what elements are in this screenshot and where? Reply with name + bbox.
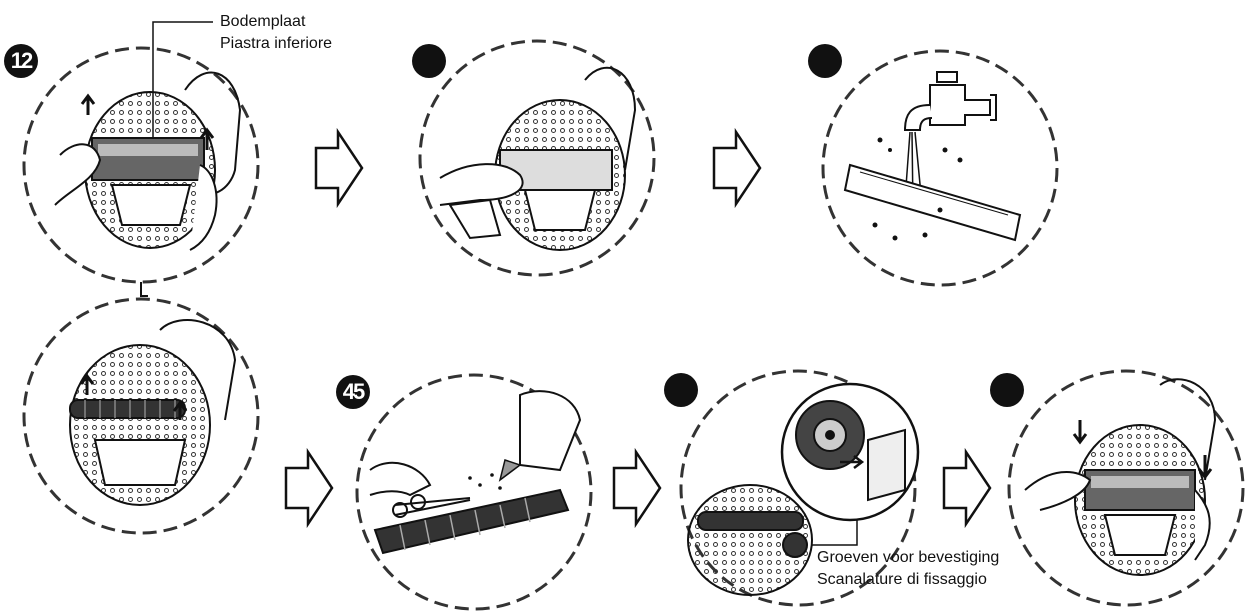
- hand-wiping: [439, 163, 524, 206]
- plate-under-water: [843, 163, 1022, 242]
- step-circle-1a: [22, 46, 260, 284]
- arrows: [284, 127, 992, 529]
- step-badge-2: [412, 44, 446, 78]
- hand-left: [54, 143, 102, 206]
- illustration-remove-plate: [54, 71, 242, 251]
- step-badge-6: [990, 373, 1024, 407]
- step-circle-4: [355, 373, 593, 611]
- label-grooves-nl: Groeven voor bevestiging: [817, 549, 1000, 566]
- illustration-rinse-plate: [843, 71, 1022, 242]
- step-connector: [140, 282, 148, 297]
- illustration-remove-brush: [69, 319, 237, 506]
- step-circle-5: [679, 369, 917, 607]
- label-bottom-plate-it: Piastra inferiore: [220, 35, 333, 52]
- step-badge-3: [808, 44, 842, 78]
- arrow-right-5: [942, 447, 992, 529]
- arrow-right-1: [314, 127, 364, 209]
- handheld-vacuum: [519, 390, 582, 472]
- arrow-right-4: [612, 447, 662, 529]
- step-badge-1: 12: [4, 44, 38, 78]
- step-badge-5: [664, 373, 698, 407]
- brush-roll-cutting: [373, 488, 570, 555]
- step-badge-4: 45: [336, 375, 370, 409]
- step-circles: [22, 39, 1245, 611]
- step-circle-3: [821, 49, 1059, 287]
- arrow-right-2: [712, 127, 762, 209]
- cloth: [448, 198, 502, 240]
- illustration-cut-hair: [369, 390, 582, 555]
- step-circle-2: [418, 39, 656, 277]
- step-circle-6: [1007, 369, 1245, 607]
- arrow-right-3: [284, 447, 334, 529]
- illustration-refit-brush: [687, 382, 920, 596]
- label-grooves-it: Scanalature di fissaggio: [817, 571, 987, 588]
- groove-detail-marker: [782, 532, 808, 558]
- tap: [929, 84, 991, 126]
- illustration-refit-plate: [1024, 378, 1217, 576]
- label-bottom-plate-nl: Bodemplaat: [220, 13, 306, 30]
- step-circle-1b: [22, 297, 260, 535]
- hand-scissors: [369, 461, 432, 497]
- brush-roll: [69, 399, 186, 419]
- hand-right: [189, 164, 218, 251]
- illustration-wipe-plate: [439, 66, 637, 251]
